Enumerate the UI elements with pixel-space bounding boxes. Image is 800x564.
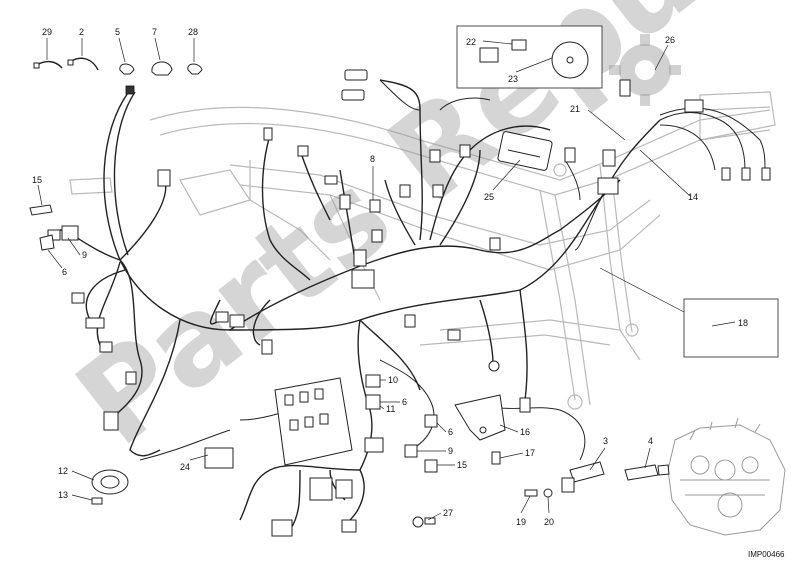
callout-labels: 29 2 5 7 28 22 23 26 21 14 8 25 15 9 6 1… [32, 27, 748, 527]
callout-10: 10 [388, 375, 398, 385]
engine-outline [667, 417, 786, 536]
main-harness [59, 79, 766, 531]
callout-2: 2 [79, 27, 84, 37]
inset-box-connector [599, 267, 779, 358]
bracket [454, 394, 506, 441]
callout-22: 22 [466, 37, 476, 47]
motorcycle-frame [69, 91, 776, 410]
callout-7: 7 [152, 27, 157, 37]
callout-15-left: 15 [32, 175, 42, 185]
gear-icon [609, 34, 681, 106]
callout-13: 13 [58, 490, 68, 500]
callout-4: 4 [648, 436, 653, 446]
leader-lines [37, 37, 736, 521]
callout-17: 17 [525, 448, 535, 458]
callout-26: 26 [665, 35, 675, 45]
callout-20: 20 [544, 517, 554, 527]
connectors [71, 69, 771, 431]
ecu-module [497, 131, 553, 171]
callout-8: 8 [370, 154, 375, 164]
callout-6-left: 6 [62, 267, 67, 277]
callout-16: 16 [520, 427, 530, 437]
callout-19: 19 [516, 517, 526, 527]
callout-9-right: 9 [448, 446, 453, 456]
callout-27: 27 [443, 508, 453, 518]
callout-29: 29 [42, 27, 52, 37]
callout-14: 14 [688, 192, 698, 202]
callout-9-left: 9 [82, 250, 87, 260]
horn [91, 469, 129, 505]
callout-28: 28 [188, 27, 198, 37]
callout-25: 25 [484, 192, 494, 202]
callout-18: 18 [738, 318, 748, 328]
callout-12: 12 [58, 466, 68, 476]
callout-3: 3 [603, 436, 608, 446]
callout-5: 5 [115, 27, 120, 37]
callout-15-right: 15 [457, 460, 467, 470]
inset-box-key-transponder [456, 25, 603, 89]
callout-23: 23 [508, 74, 518, 84]
cable-clips [33, 57, 203, 76]
fuse-panel [204, 374, 438, 537]
callout-21: 21 [570, 104, 580, 114]
image-code: IMP00466 [748, 550, 785, 559]
callout-6-right: 6 [448, 427, 453, 437]
callout-24: 24 [180, 462, 190, 472]
callout-6-mid: 6 [402, 397, 407, 407]
left-relay-group [29, 204, 79, 251]
callout-11: 11 [386, 404, 395, 414]
